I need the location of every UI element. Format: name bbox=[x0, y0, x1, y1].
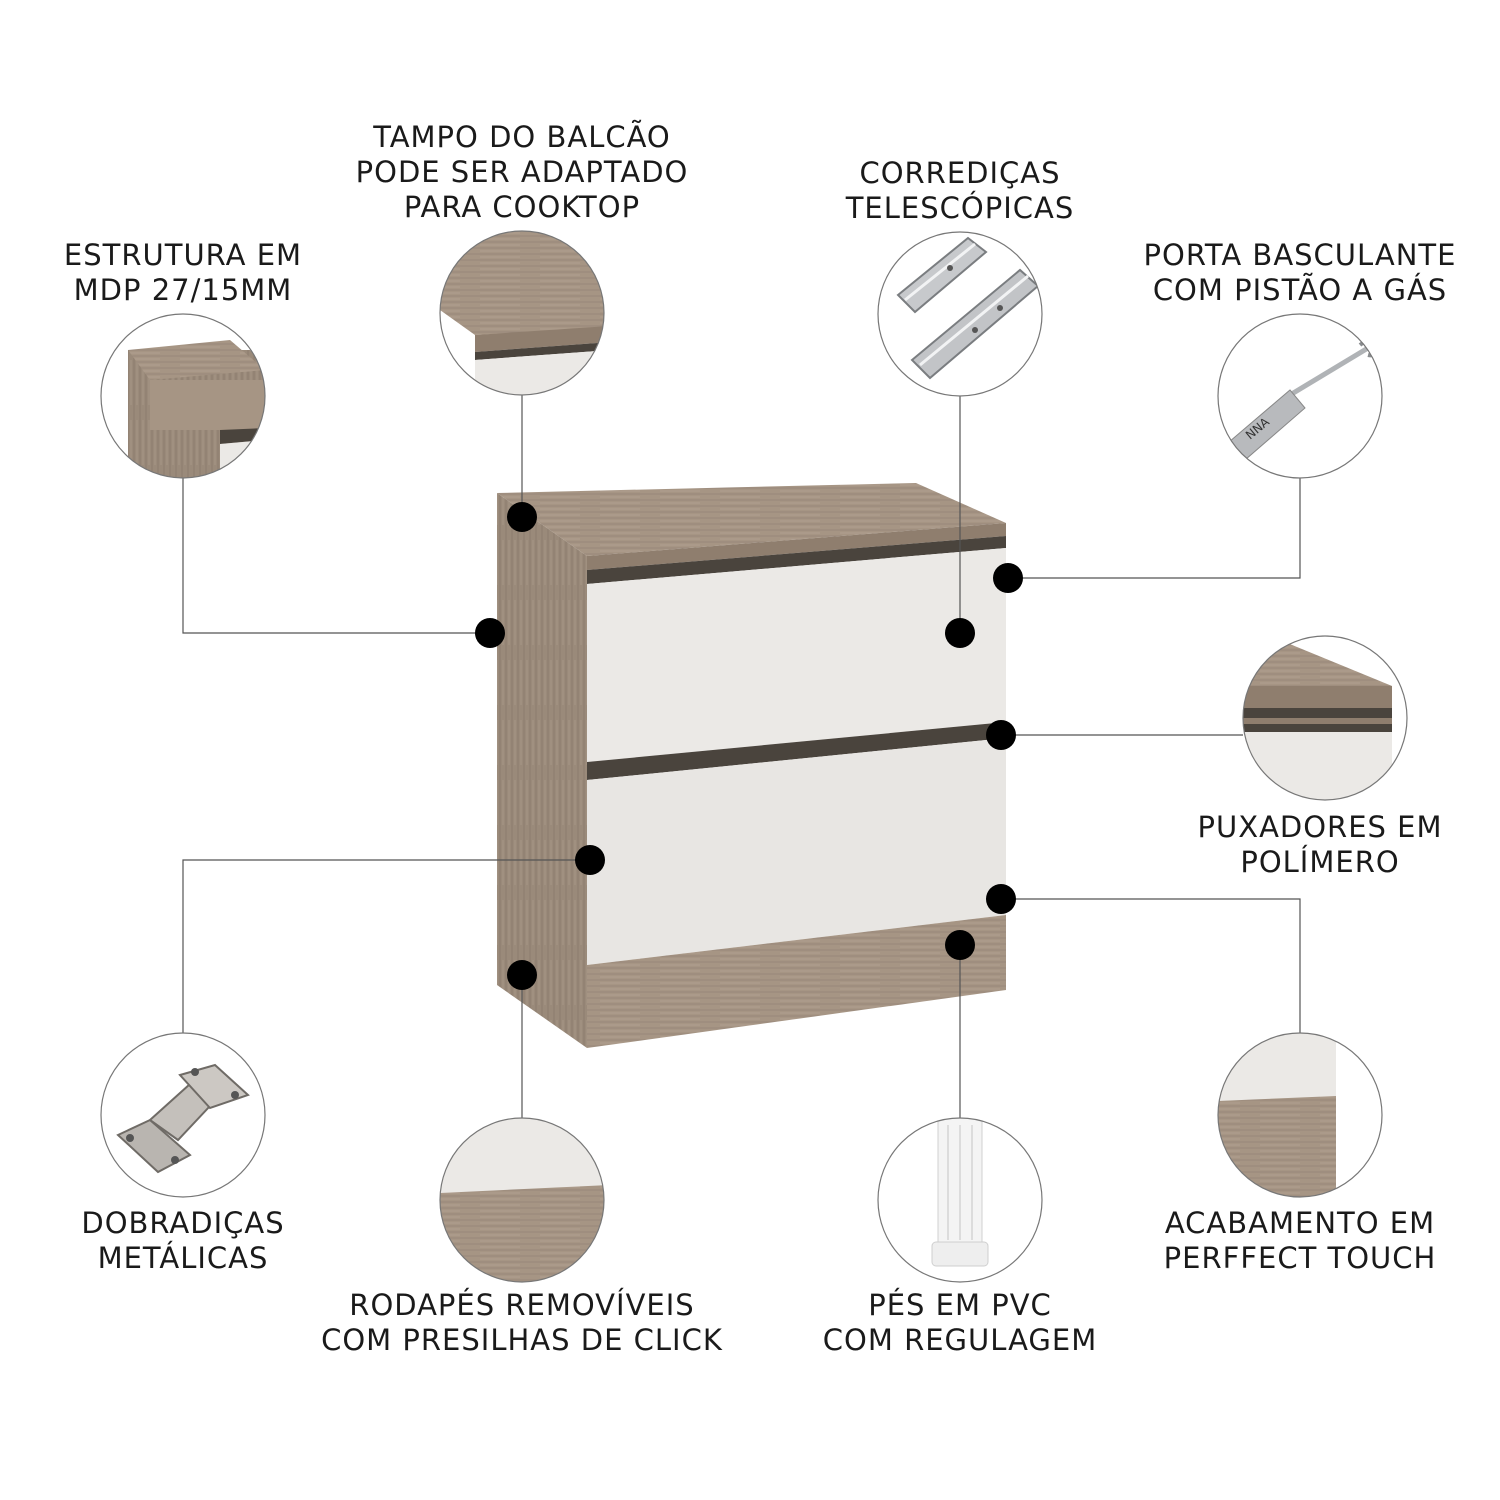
label-estrutura-line-1: ESTRUTURA EM bbox=[63, 238, 303, 272]
cabinet-top-edge bbox=[587, 523, 1006, 570]
label-corredicas-line-1: CORREDIÇAS bbox=[859, 156, 1061, 190]
label-porta: PORTA BASCULANTE COM PISTÃO A GÁS bbox=[1140, 238, 1460, 308]
dot-tampo bbox=[507, 502, 537, 532]
detail-puxadores bbox=[1242, 635, 1408, 801]
cabinet bbox=[497, 483, 1006, 1048]
detail-tampo bbox=[439, 230, 605, 396]
dot-porta bbox=[993, 563, 1023, 593]
detail-pes bbox=[877, 1117, 1043, 1283]
detail-dobradicas bbox=[100, 1032, 266, 1198]
label-dobradicas-line-2: METÁLICAS bbox=[97, 1241, 269, 1275]
label-puxadores-line-2: POLÍMERO bbox=[1240, 845, 1400, 879]
dot-puxadores bbox=[986, 720, 1016, 750]
dot-estrutura bbox=[475, 618, 505, 648]
leader-lines bbox=[182, 395, 1301, 1118]
handle-groove-top bbox=[587, 536, 1006, 584]
label-corredicas: CORREDIÇAS TELESCÓPICAS bbox=[810, 156, 1110, 226]
label-tampo-line-2: PODE SER ADAPTADO bbox=[355, 155, 689, 189]
label-pes: PÉS EM PVC COM REGULAGEM bbox=[790, 1288, 1130, 1358]
detail-acabamento bbox=[1217, 1032, 1383, 1198]
label-porta-line-2: COM PISTÃO A GÁS bbox=[1152, 273, 1448, 307]
detail-corredicas bbox=[877, 231, 1043, 397]
detail-porta: NNA bbox=[1217, 313, 1383, 479]
label-acabamento-line-2: PERFFECT TOUCH bbox=[1163, 1241, 1437, 1275]
label-puxadores-line-1: PUXADORES EM bbox=[1197, 810, 1443, 844]
label-estrutura: ESTRUTURA EM MDP 27/15MM bbox=[33, 238, 333, 308]
label-puxadores: PUXADORES EM POLÍMERO bbox=[1170, 810, 1470, 880]
cabinet-side-panel bbox=[497, 493, 587, 1048]
label-tampo-line-3: PARA COOKTOP bbox=[403, 190, 641, 224]
label-rodapes-line-2: COM PRESILHAS DE CLICK bbox=[321, 1323, 723, 1357]
leader-acabamento bbox=[1001, 898, 1301, 1033]
dot-acabamento bbox=[986, 884, 1016, 914]
label-corredicas-line-2: TELESCÓPICAS bbox=[845, 191, 1075, 225]
label-tampo: TAMPO DO BALCÃO PODE SER ADAPTADO PARA C… bbox=[347, 120, 697, 225]
leader-estrutura bbox=[182, 478, 490, 634]
cabinet-plinth bbox=[587, 915, 1006, 1048]
handle-groove-middle bbox=[587, 722, 1006, 780]
label-acabamento-line-1: ACABAMENTO EM bbox=[1164, 1206, 1436, 1240]
detail-estrutura bbox=[100, 313, 266, 479]
label-dobradicas: DOBRADIÇAS METÁLICAS bbox=[33, 1206, 333, 1276]
label-rodapes: RODAPÉS REMOVÍVEIS COM PRESILHAS DE CLIC… bbox=[312, 1288, 732, 1358]
dot-corredicas bbox=[945, 618, 975, 648]
label-dobradicas-line-1: DOBRADIÇAS bbox=[81, 1206, 285, 1240]
label-pes-line-1: PÉS EM PVC bbox=[868, 1288, 1052, 1322]
label-rodapes-line-1: RODAPÉS REMOVÍVEIS bbox=[349, 1288, 695, 1322]
leader-dobradicas bbox=[182, 859, 590, 1033]
drawer-top-front bbox=[587, 548, 1006, 762]
drawer-bottom-front bbox=[587, 738, 1006, 965]
detail-rodapes bbox=[439, 1117, 605, 1283]
label-tampo-line-1: TAMPO DO BALCÃO bbox=[373, 120, 671, 154]
leader-porta bbox=[1008, 478, 1301, 579]
label-pes-line-2: COM REGULAGEM bbox=[822, 1323, 1098, 1357]
dot-rodapes bbox=[507, 960, 537, 990]
label-estrutura-line-2: MDP 27/15MM bbox=[73, 273, 293, 307]
marker-dots bbox=[475, 502, 1023, 990]
label-porta-line-1: PORTA BASCULANTE bbox=[1143, 238, 1457, 272]
dot-dobradicas bbox=[575, 845, 605, 875]
label-acabamento: ACABAMENTO EM PERFFECT TOUCH bbox=[1140, 1206, 1460, 1276]
dot-pes bbox=[945, 930, 975, 960]
cabinet-top bbox=[497, 483, 1006, 556]
